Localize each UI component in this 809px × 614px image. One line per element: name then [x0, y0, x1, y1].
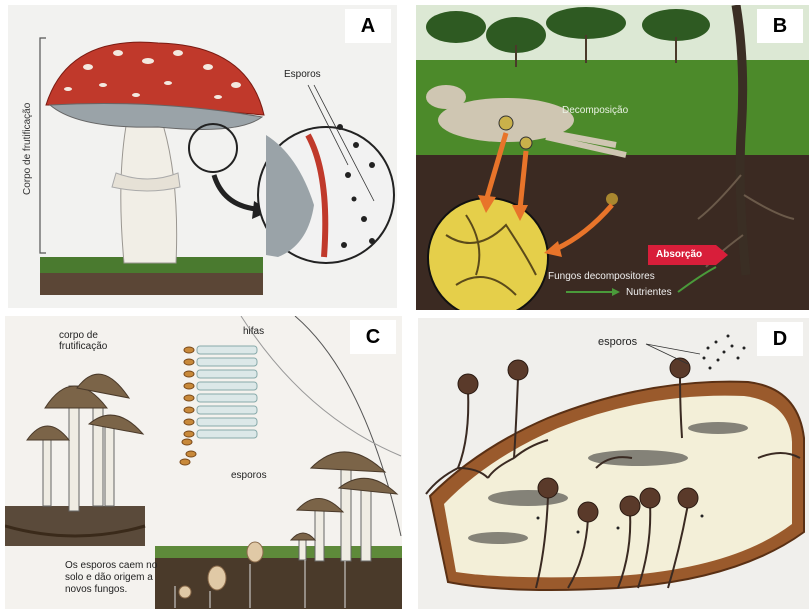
- panel-letter-a: A: [345, 9, 391, 43]
- decomposition-illustration: [416, 5, 809, 310]
- nutrients-label: Nutrientes: [626, 287, 672, 298]
- fruiting-body-label-c: corpo de frutificação: [59, 330, 129, 352]
- panel-c: corpo de frutificação hifas esporos Os e…: [5, 316, 402, 609]
- panel-letter-b: B: [757, 9, 803, 43]
- panel-letter-c: C: [350, 320, 396, 354]
- panel-d: esporos D: [418, 318, 809, 609]
- fruiting-body-label: Corpo de frutificação: [22, 103, 33, 195]
- decomposer-fungi-label: Fungos decompositores: [548, 271, 655, 282]
- bread-mold-illustration: [418, 318, 809, 609]
- panel-letter-d: D: [757, 322, 803, 356]
- spores-label-d: esporos: [598, 336, 637, 348]
- caption-c: Os esporos caem no solo e dão origem a n…: [65, 560, 165, 596]
- spores-label-c: esporos: [231, 470, 267, 481]
- hyphae-label: hifas: [243, 326, 264, 337]
- mushroom-illustration: [8, 5, 397, 308]
- decomposition-label: Decomposição: [562, 105, 628, 116]
- absorption-label: Absorção: [656, 249, 702, 260]
- panel-b: Decomposição Absorção Fungos decomposito…: [416, 5, 809, 310]
- panel-a: Esporos Corpo de frutificação A: [8, 5, 397, 308]
- spores-label-a: Esporos: [284, 69, 321, 80]
